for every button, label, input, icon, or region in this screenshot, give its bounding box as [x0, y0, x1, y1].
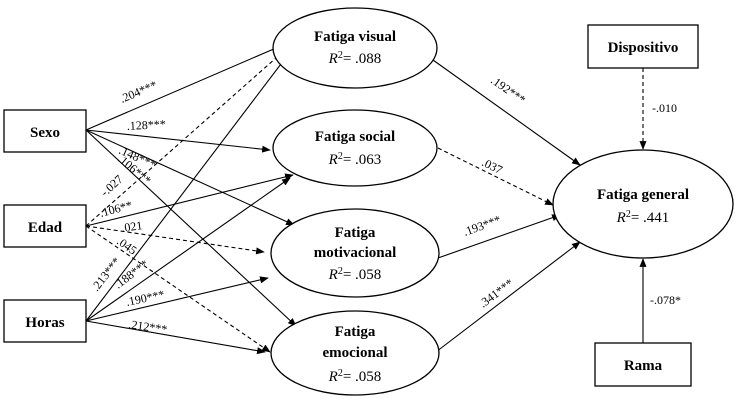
node-sexo: Sexo — [3, 109, 87, 153]
path-motivacional-general — [437, 214, 561, 259]
node-fatiga-visual-label: Fatiga visual — [314, 29, 396, 45]
coef-sexo-social: .128*** — [126, 117, 166, 133]
path-horas-social — [85, 177, 291, 322]
path-horas-motivacional — [85, 276, 269, 322]
path-social-general — [437, 147, 554, 206]
node-fatiga-general-r2: R2= .441 — [616, 209, 670, 227]
path-horas-visual — [85, 55, 288, 322]
node-fatiga-emocional-r2: R2= .058 — [328, 368, 382, 386]
coef-horas-emocional: .212*** — [128, 317, 169, 336]
node-fatiga-emocional: Fatiga emocional R2= .058 — [270, 310, 440, 396]
node-fatiga-emocional-label-1: Fatiga — [335, 324, 376, 340]
coef-social-general: .037 — [480, 155, 505, 177]
coef-edad-motivacional: .021 — [120, 218, 143, 235]
path-sexo-visual — [85, 44, 284, 131]
coef-edad-social: .106** — [98, 198, 133, 220]
node-fatiga-social: Fatiga social R2= .063 — [272, 109, 438, 187]
coef-horas-motivacional: .190*** — [125, 287, 166, 309]
node-dispositivo-label: Dispositivo — [608, 40, 679, 56]
path-horas-emocional — [85, 320, 266, 355]
path-emocional-general — [431, 241, 581, 356]
node-fatiga-social-label: Fatiga social — [315, 129, 395, 145]
node-fatiga-motivacional: Fatiga motivacional R2= .058 — [270, 208, 440, 298]
node-fatiga-general: Fatiga general R2= .441 — [552, 149, 734, 259]
coef-dispositivo-general: -.010 — [652, 101, 677, 115]
path-edad-motivacional — [85, 225, 265, 255]
node-rama-label: Rama — [624, 358, 663, 374]
node-fatiga-visual-r2: R2= .088 — [328, 50, 382, 68]
node-dispositivo: Dispositivo — [587, 24, 699, 69]
node-fatiga-social-r2: R2= .063 — [328, 151, 382, 169]
node-fatiga-visual: Fatiga visual R2= .088 — [272, 7, 438, 89]
path-sexo-motivacional — [85, 129, 295, 226]
path-sexo-social — [85, 129, 271, 153]
coef-edad-emocional: .045 — [114, 234, 139, 258]
path-edad-visual — [85, 49, 286, 227]
node-sexo-label: Sexo — [30, 125, 60, 141]
path-sexo-emocional — [85, 129, 297, 327]
path-edad-emocional — [85, 225, 271, 353]
node-fatiga-motivacional-label-2: motivacional — [314, 245, 397, 261]
node-edad: Edad — [3, 204, 87, 248]
path-edad-social — [85, 173, 294, 227]
coef-emocional-general: .341*** — [476, 276, 516, 311]
node-horas-label: Horas — [25, 315, 64, 331]
node-fatiga-general-label: Fatiga general — [597, 187, 689, 203]
node-edad-label: Edad — [28, 220, 63, 236]
node-rama: Rama — [594, 342, 692, 387]
coef-visual-general: .192*** — [488, 73, 528, 107]
coef-rama-general: -.078* — [650, 293, 681, 307]
node-fatiga-motivacional-label-1: Fatiga — [335, 225, 376, 241]
coef-edad-visual: -.027 — [98, 172, 126, 199]
path-visual-general — [432, 59, 581, 166]
node-fatiga-motivacional-r2: R2= .058 — [328, 266, 382, 284]
coef-motivacional-general: .193*** — [461, 212, 502, 238]
node-fatiga-emocional-label-2: emocional — [323, 345, 388, 361]
node-horas: Horas — [3, 299, 87, 343]
